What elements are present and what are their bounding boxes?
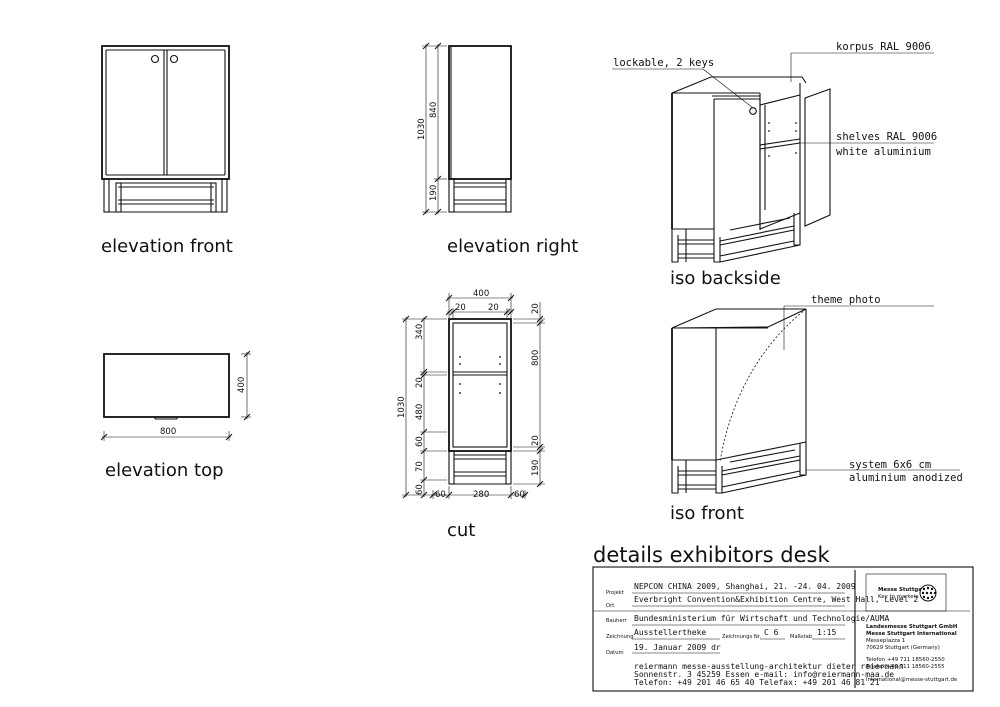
- tb-massstab: 1:15: [817, 628, 836, 637]
- annotation-system: system 6x6 cm: [849, 459, 931, 471]
- dim-cut-right-20-top: 20: [531, 303, 541, 314]
- annotation-shelves-material: white aluminium: [836, 146, 931, 158]
- tb-bauherr: Bundesministerium für Wirtschaft und Tec…: [634, 614, 889, 623]
- tb-org-line-1: Landesmesse Stuttgart GmbH: [866, 624, 958, 630]
- tb-label-datum: Datum: [606, 650, 624, 656]
- annotation-system-material: aluminium anodized: [849, 472, 963, 484]
- tb-logo-tagline: Key to markets: [878, 594, 919, 600]
- tb-label-massstab: Maßstab: [790, 634, 813, 640]
- tb-org-line-4: 70629 Stuttgart (Germany): [866, 645, 940, 651]
- label-iso-front: iso front: [670, 503, 744, 524]
- dim-top-depth: 400: [237, 377, 247, 393]
- dim-cut-bottom-280: 280: [473, 490, 489, 500]
- annotation-lockable: lockable, 2 keys: [613, 57, 714, 69]
- dim-cut-right-190: 190: [531, 460, 541, 476]
- tb-org-line-3: Messeplazza 1: [866, 638, 905, 644]
- tb-projekt: NEPCON CHINA 2009, Shanghai, 21. -24. 04…: [634, 582, 856, 591]
- tb-label-bauherr: Bauherr: [606, 618, 628, 624]
- elevation-front: elevation front: [101, 45, 233, 257]
- dim-cut-left-340: 340: [415, 324, 425, 340]
- dim-top-width: 800: [160, 427, 176, 437]
- dim-cut-bottom-60-right: 60: [514, 490, 525, 500]
- annotation-shelves: shelves RAL 9006: [836, 131, 937, 143]
- iso-front: theme photo system 6x6 cm aluminium anod…: [670, 294, 963, 524]
- dim-cut-width: 400: [473, 289, 489, 299]
- dim-right-base: 190: [429, 185, 439, 201]
- tb-org-tel: Telefon +49 711 18560-2550: [865, 657, 945, 663]
- tb-org-fax: Telefax +49 711 18560-2555: [865, 664, 945, 670]
- title-block: Projekt NEPCON CHINA 2009, Shanghai, 21.…: [592, 566, 974, 692]
- tb-label-zeichnung: Zeichnung: [606, 634, 633, 640]
- annotation-korpus: korpus RAL 9006: [836, 41, 931, 53]
- tb-datum: 19. Januar 2009 dr: [634, 643, 721, 652]
- tb-ort: Everbright Convention&Exhibition Centre,…: [634, 595, 918, 604]
- tb-office-line-2: Sonnenstr. 3 45259 Essen e-mail: info@re…: [634, 670, 894, 679]
- tb-office-line-3: Telefon: +49 201 46 65 40 Telefax: +49 2…: [634, 678, 880, 687]
- dim-cut-left-20: 20: [415, 377, 425, 388]
- tb-office-line-1: reiermann messe-ausstellung-architektur …: [634, 662, 904, 671]
- tb-label-zeichnungs-nr: Zeichnungs Nr.: [722, 634, 761, 640]
- dim-cut-right-800: 800: [531, 350, 541, 366]
- label-elevation-right: elevation right: [447, 236, 578, 257]
- tb-org-line-2: Messe Stuttgart International: [866, 631, 957, 637]
- dim-cut-left-70: 70: [415, 461, 425, 472]
- tb-label-ort: Ort: [606, 603, 614, 609]
- annotation-theme-photo: theme photo: [811, 294, 881, 306]
- dim-cut-left-480: 480: [415, 404, 425, 420]
- tb-zeichnungs-nr: C 6: [764, 628, 779, 637]
- dim-cut-left-60b: 60: [415, 484, 425, 495]
- tb-org-web: international@messe-stuttgart.de: [866, 677, 958, 683]
- elevation-top: 800 400 elevation top: [100, 350, 251, 481]
- dim-right-total: 1030: [417, 118, 427, 140]
- dim-cut-left-total: 1030: [397, 396, 407, 418]
- tb-logo-name: Messe Stuttgart: [878, 587, 928, 593]
- dim-right-upper: 840: [429, 102, 439, 118]
- label-elevation-front: elevation front: [101, 236, 233, 257]
- dim-cut-left-60: 60: [415, 436, 425, 447]
- elevation-right: 1030 840 190 elevation right: [417, 42, 578, 257]
- dim-cut-side-right: 20: [488, 303, 499, 313]
- label-elevation-top: elevation top: [105, 460, 224, 481]
- tb-zeichnung: Ausstellertheke: [634, 628, 706, 637]
- section-cut: 400 20 20 1030 340 20 480 60 70 60 60 28: [397, 289, 545, 541]
- iso-backside: lockable, 2 keys korpus RAL 9006 shelves…: [612, 41, 937, 289]
- dim-cut-right-20-mid: 20: [531, 435, 541, 446]
- dim-cut-bottom-60-left: 60: [435, 490, 446, 500]
- label-iso-backside: iso backside: [670, 268, 781, 289]
- sheet-title: details exhibitors desk: [593, 543, 830, 567]
- messe-logo-icon: [919, 584, 937, 602]
- label-cut: cut: [447, 520, 475, 541]
- tb-label-projekt: Projekt: [606, 590, 624, 596]
- dim-cut-side-left: 20: [455, 303, 466, 313]
